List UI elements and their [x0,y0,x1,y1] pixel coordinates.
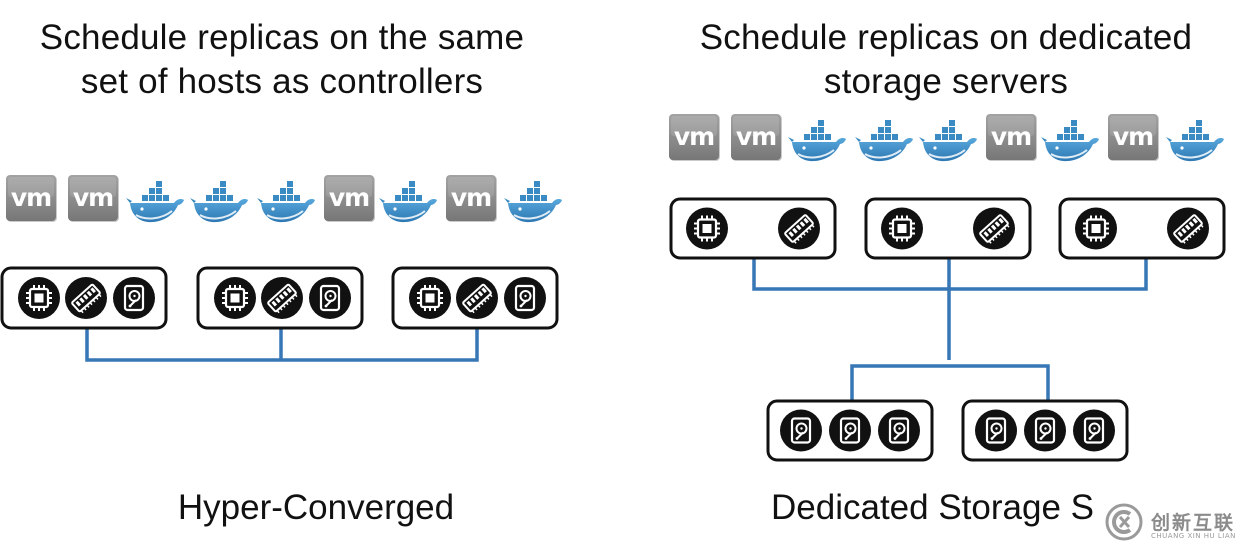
vm-icon: vm [68,175,119,222]
vm-icon: vm [669,114,720,161]
right-caption: Dedicated Storage S [771,488,1094,527]
svg-text:vm: vm [73,183,113,212]
watermark-subtitle: CHUANG XIN HU LIAN [1151,532,1236,540]
compute-host [1058,197,1226,260]
vm-icon: vm [986,114,1037,161]
cpu-icon [686,207,728,250]
docker-icon [788,120,846,162]
cpu-icon [18,277,60,319]
memory-icon [1167,207,1209,250]
hard-disk-icon [878,409,920,452]
right-title: Schedule replicas on dedicated storage s… [646,16,1246,104]
docker-icon [1041,120,1099,162]
hard-disk-icon [1073,409,1115,452]
docker-icon [919,120,977,162]
svg-text:vm: vm [329,183,369,212]
cpu-icon [1075,207,1117,250]
docker-icon [379,181,437,223]
vm-icon: vm [1108,114,1159,161]
cpu-icon [409,277,451,319]
memory-icon [778,207,820,250]
svg-text:vm: vm [451,183,491,212]
memory-icon [456,277,498,319]
right-title-line1: Schedule replicas on dedicated [699,18,1193,57]
left-title-line1: Schedule replicas on the same [39,18,525,57]
memory-icon [973,207,1015,250]
svg-text:vm: vm [674,122,714,151]
docker-icon [1166,120,1224,162]
memory-icon [65,277,107,319]
hard-disk-icon [309,277,351,319]
vm-icon: vm [6,175,57,222]
compute-host [669,197,837,260]
hard-disk-icon [113,277,155,319]
left-title: Schedule replicas on the same set of hos… [0,16,564,104]
left-caption: Hyper-Converged [177,488,455,527]
docker-icon [855,120,913,162]
svg-text:vm: vm [11,183,51,212]
docker-icon [190,181,248,223]
watermark-logo-icon [1105,503,1143,541]
vm-icon: vm [731,114,782,161]
hard-disk-icon [504,277,546,319]
svg-text:vm: vm [736,122,776,151]
right-title-line2: storage servers [823,62,1069,101]
svg-text:vm: vm [991,122,1031,151]
hard-disk-icon [780,409,822,452]
storage-host [766,399,934,462]
docker-icon [504,181,562,223]
left-title-line2: set of hosts as controllers [80,62,484,101]
docker-icon [257,181,315,223]
hyper-converged-host [391,266,559,330]
cpu-icon [881,207,923,250]
hyper-converged-host [196,266,364,330]
hard-disk-icon [829,409,871,452]
storage-host [961,399,1129,462]
hard-disk-icon [975,409,1017,452]
hard-disk-icon [1024,409,1066,452]
compute-host [864,197,1032,260]
right-storage-link [850,364,1050,401]
watermark: 创新互联 CHUANG XIN HU LIAN [1095,495,1246,552]
watermark-name: 创新互联 [1151,512,1236,534]
vm-icon: vm [446,175,497,222]
vm-icon: vm [324,175,375,222]
hyper-converged-host [0,266,168,330]
memory-icon [261,277,303,319]
svg-text:vm: vm [1113,122,1153,151]
docker-icon [126,181,184,223]
cpu-icon [214,277,256,319]
